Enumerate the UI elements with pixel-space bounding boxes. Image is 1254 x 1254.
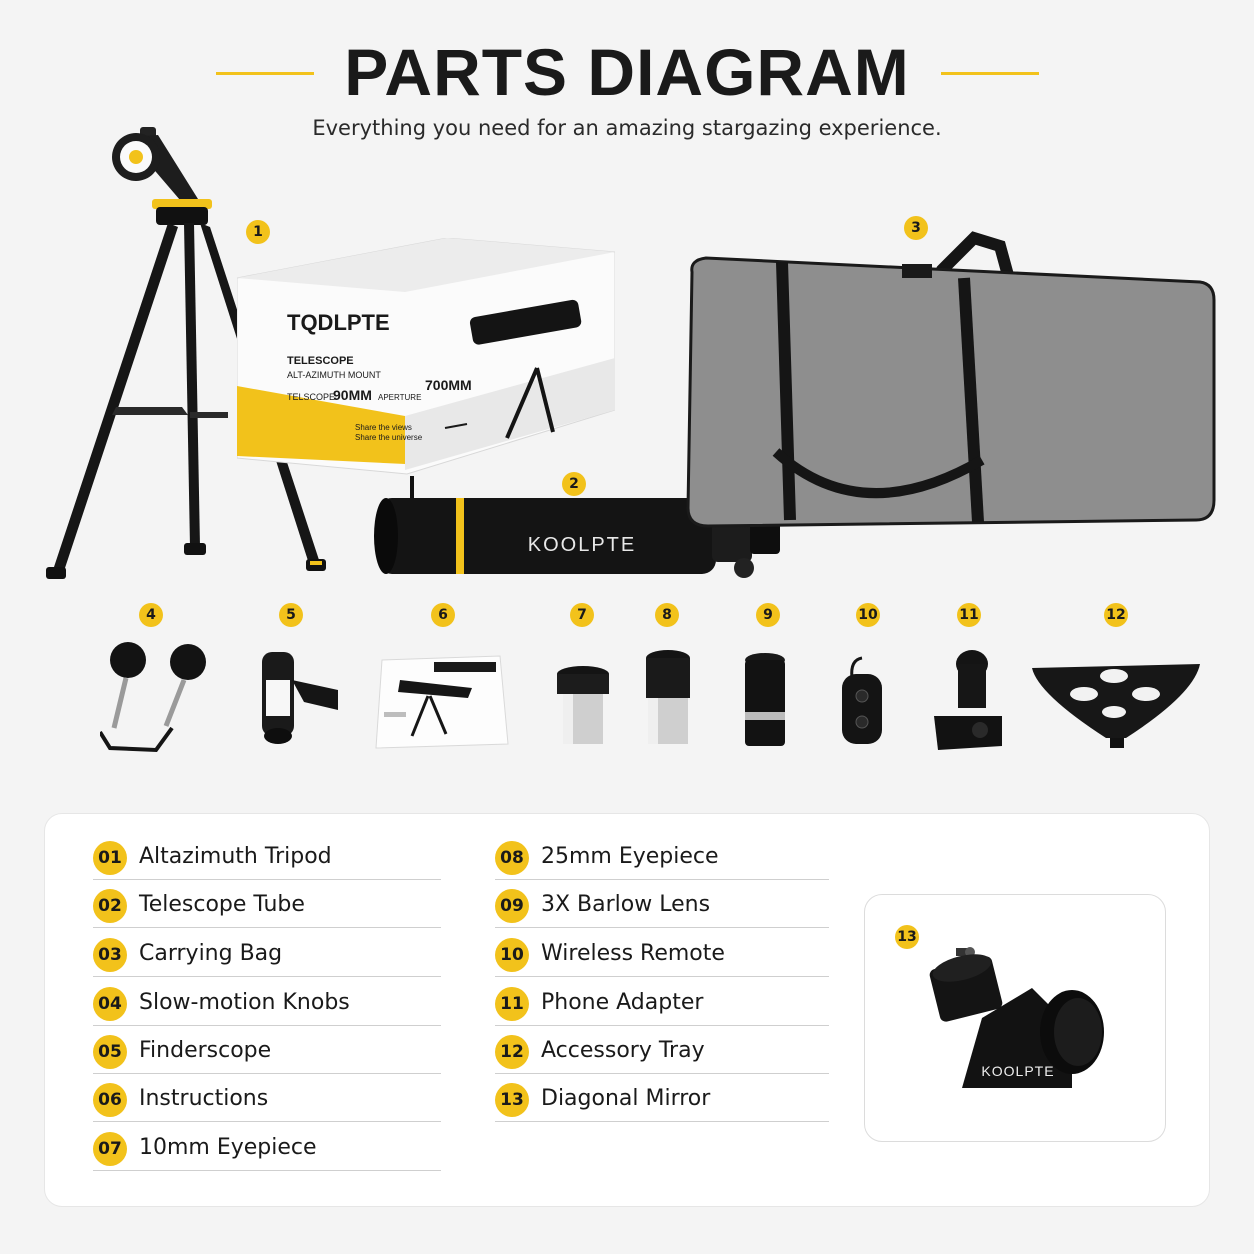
eyepiece-25mm-icon [646, 650, 690, 744]
list-item-number: 03 [93, 938, 127, 972]
list-item-label: Instructions [139, 1086, 269, 1111]
list-item: 10 Wireless Remote [495, 929, 829, 977]
list-item-label: 10mm Eyepiece [139, 1135, 317, 1160]
telescope-box-icon: TQDLPTE TELESCOPE ALT-AZIMUTH MOUNT TELS… [237, 238, 615, 475]
box-product: TELESCOPE [287, 355, 354, 367]
accessory-tray-icon [1032, 664, 1200, 748]
callout-badge-8: 8 [655, 603, 679, 627]
callout-badge-5: 5 [279, 603, 303, 627]
wireless-remote-icon [842, 656, 882, 744]
list-item-number: 12 [495, 1035, 529, 1069]
list-item: 08 25mm Eyepiece [495, 832, 829, 880]
callout-badge-2: 2 [562, 472, 586, 496]
box-mount: ALT-AZIMUTH MOUNT [287, 370, 381, 380]
list-item: 06 Instructions [93, 1074, 441, 1122]
list-item: 05 Finderscope [93, 1026, 441, 1074]
mirror-brand: KOOLPTE [981, 1063, 1054, 1079]
diagonal-mirror-icon: KOOLPTE [929, 947, 1104, 1088]
list-item: 11 Phone Adapter [495, 978, 829, 1026]
list-item: 13 Diagonal Mirror [495, 1074, 829, 1122]
callout-badge-7: 7 [570, 603, 594, 627]
list-item-number: 11 [495, 987, 529, 1021]
telescope-tube-icon: KOOLPTE [374, 476, 780, 578]
phone-adapter-icon [934, 650, 1002, 750]
slow-motion-knobs-icon [100, 642, 206, 753]
page-subtitle: Everything you need for an amazing starg… [312, 116, 942, 140]
list-item: 02 Telescope Tube [93, 880, 441, 928]
title-divider-right [941, 72, 1039, 75]
box-tagline-2: Share the universe [355, 433, 423, 442]
title-divider-left [216, 72, 314, 75]
box-tagline-1: Share the views [355, 423, 412, 432]
finderscope-icon [262, 652, 338, 744]
box-spec-aperture-label: APERTURE [378, 393, 421, 402]
callout-badge-3: 3 [904, 216, 928, 240]
list-item-number: 02 [93, 889, 127, 923]
list-item-number: 07 [93, 1132, 127, 1166]
callout-badge-12: 12 [1104, 603, 1128, 627]
list-item-label: Finderscope [139, 1038, 272, 1063]
barlow-lens-icon [745, 653, 785, 746]
eyepiece-10mm-icon [557, 666, 609, 744]
list-item-label: Telescope Tube [139, 892, 305, 917]
list-item-number: 09 [495, 889, 529, 923]
instructions-booklet-icon [375, 655, 509, 749]
list-item: 12 Accessory Tray [495, 1026, 829, 1074]
callout-badge-13: 13 [895, 925, 919, 949]
box-spec-aperture-value: 90MM [333, 387, 372, 403]
list-item: 09 3X Barlow Lens [495, 880, 829, 928]
callout-badge-6: 6 [431, 603, 455, 627]
list-item-label: Wireless Remote [541, 941, 725, 966]
callout-badge-10: 10 [856, 603, 880, 627]
list-item: 03 Carrying Bag [93, 929, 441, 977]
header: PARTS DIAGRAM [0, 34, 1254, 114]
list-item-label: Slow-motion Knobs [139, 990, 350, 1015]
box-brand: TQDLPTE [287, 310, 390, 335]
list-item-label: Accessory Tray [541, 1038, 705, 1063]
list-item-number: 01 [93, 841, 127, 875]
callout-badge-9: 9 [756, 603, 780, 627]
list-item-number: 10 [495, 938, 529, 972]
list-item: 01 Altazimuth Tripod [93, 832, 441, 880]
carrying-bag-icon [686, 231, 1216, 528]
list-item: 07 10mm Eyepiece [93, 1123, 441, 1171]
list-item-number: 04 [93, 987, 127, 1021]
list-item-number: 06 [93, 1083, 127, 1117]
callout-badge-11: 11 [957, 603, 981, 627]
tube-brand: KOOLPTE [528, 534, 636, 556]
list-item-label: Diagonal Mirror [541, 1086, 711, 1111]
list-item-label: 3X Barlow Lens [541, 892, 711, 917]
list-item: 04 Slow-motion Knobs [93, 978, 441, 1026]
callout-badge-1: 1 [246, 220, 270, 244]
page-title: PARTS DIAGRAM [344, 35, 910, 109]
list-item-label: Carrying Bag [139, 941, 283, 966]
box-spec-focal: 700MM [425, 377, 472, 393]
list-item-label: Altazimuth Tripod [139, 844, 332, 869]
list-item-number: 13 [495, 1083, 529, 1117]
box-spec-prefix: TELSCOPE [287, 392, 335, 402]
list-item-number: 05 [93, 1035, 127, 1069]
list-item-label: Phone Adapter [541, 990, 704, 1015]
list-item-label: 25mm Eyepiece [541, 844, 719, 869]
list-item-number: 08 [495, 841, 529, 875]
callout-badge-4: 4 [139, 603, 163, 627]
